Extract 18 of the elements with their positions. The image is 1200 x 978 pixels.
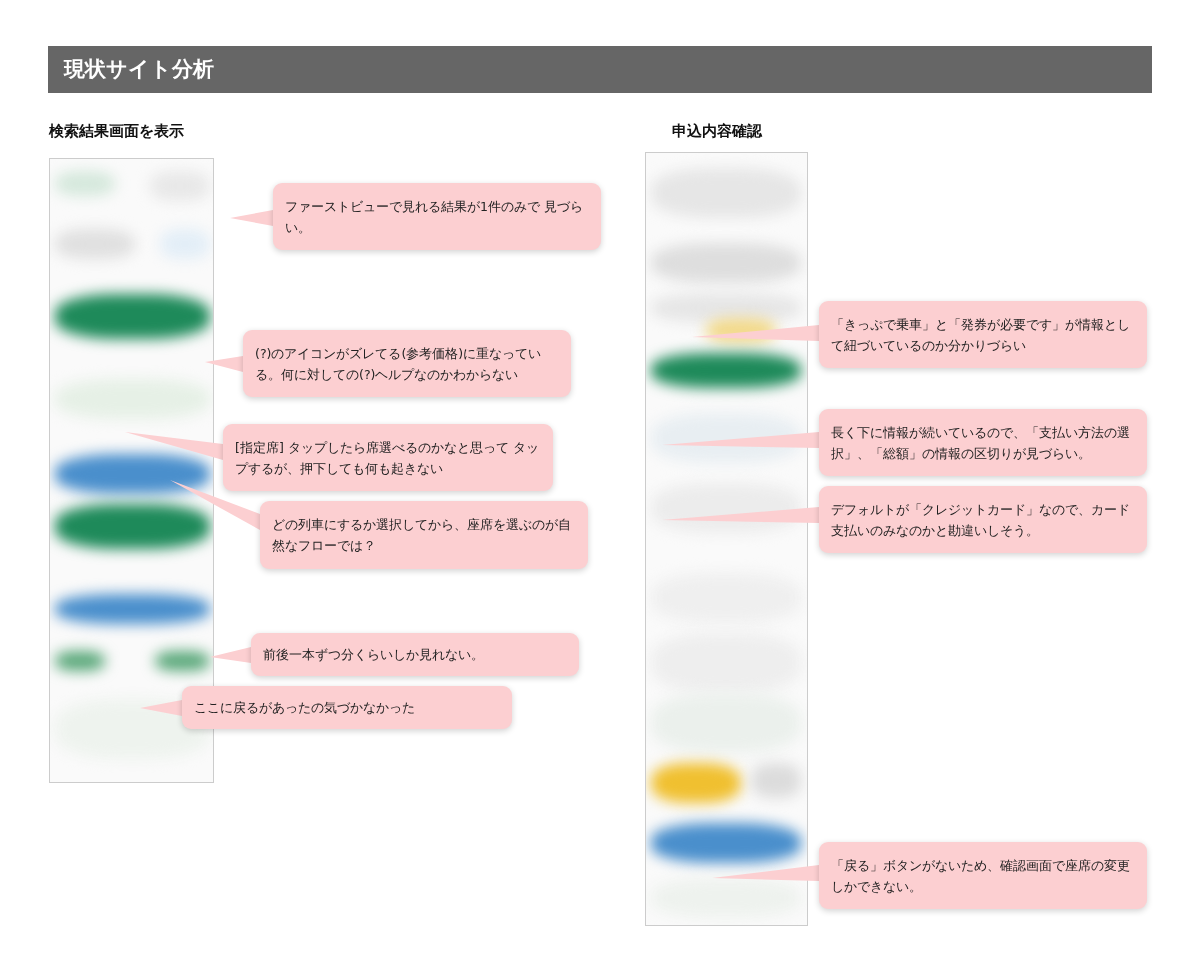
- callout-box: どの列車にするか選択してから、座席を選ぶのが自然なフローでは？: [260, 501, 588, 569]
- screen-heading: 申込内容確認: [672, 122, 762, 141]
- callout-box: ここに戻るがあったの気づかなかった: [182, 686, 512, 729]
- callout-box: デフォルトが「クレジットカード」なので、カード支払いのみなのかと勘違いしそう。: [819, 486, 1147, 553]
- screen-heading: 検索結果画面を表示: [49, 122, 184, 141]
- callout-box: 長く下に情報が続いているので、「支払い方法の選択」、「総額」の情報の区切りが見づらい。: [819, 409, 1147, 476]
- callout-pointer: [170, 480, 260, 530]
- callout-box: 前後一本ずつ分くらいしか見れない。: [251, 633, 579, 676]
- callout-box: 「戻る」ボタンがないため、確認画面で座席の変更しかできない。: [819, 842, 1147, 909]
- callout-pointer: [205, 356, 243, 372]
- callout-box: 「きっぷで乗車」と「発券が必要です」が情報として紐づいているのか分かりづらい: [819, 301, 1147, 368]
- callout-box: (?)のアイコンがズレてる(参考価格)に重なっている。何に対しての(?)ヘルプなのかわからない: [243, 330, 571, 397]
- callout-pointer: [230, 210, 273, 226]
- callout-box: ファーストビューで見れる結果が1件のみで 見づらい。: [273, 183, 601, 250]
- callout-pointer: [125, 432, 223, 460]
- callout-pointer: [140, 700, 182, 716]
- callout-pointer: [210, 647, 251, 663]
- title-bar: 現状サイト分析: [48, 46, 1152, 93]
